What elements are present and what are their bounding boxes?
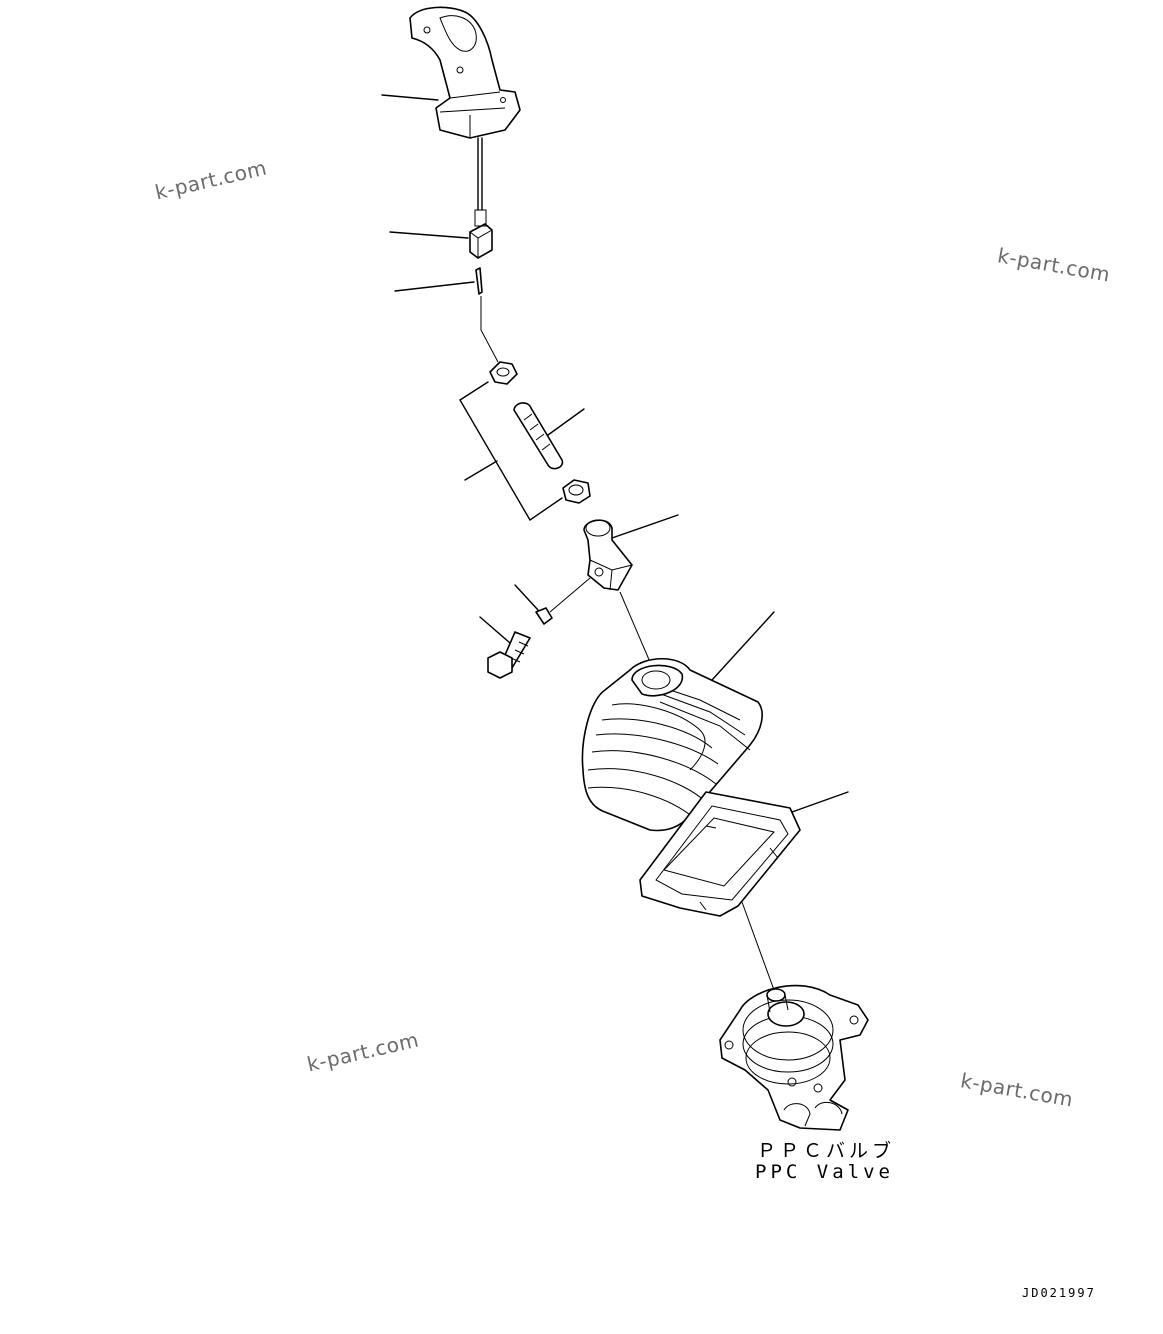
leader-line bbox=[464, 460, 498, 481]
leader-line bbox=[611, 514, 679, 539]
bolt bbox=[487, 631, 531, 679]
leader-line bbox=[514, 584, 539, 611]
connector bbox=[469, 209, 493, 259]
cable bbox=[477, 137, 483, 211]
collar bbox=[489, 361, 518, 385]
leader-line bbox=[711, 611, 775, 681]
leader-line bbox=[791, 791, 849, 813]
boot-plate bbox=[639, 791, 801, 917]
document-code: JD021997 bbox=[1022, 1286, 1096, 1300]
ppc-valve bbox=[719, 984, 869, 1131]
leader-line bbox=[381, 94, 439, 101]
centerline bbox=[549, 577, 591, 613]
pin bbox=[475, 267, 483, 295]
shaft bbox=[513, 402, 564, 470]
leader-line bbox=[547, 408, 585, 436]
centerline bbox=[480, 296, 499, 363]
lever-grip bbox=[409, 6, 521, 139]
leader-line bbox=[394, 281, 475, 292]
centerline bbox=[619, 591, 651, 663]
joint-block bbox=[583, 519, 633, 591]
ppc-valve-label-jp: ＰＰＣバルブ bbox=[757, 1140, 896, 1162]
spring-washer bbox=[535, 607, 553, 625]
leader-bracket bbox=[459, 381, 563, 522]
rubber-boot bbox=[581, 658, 763, 832]
nut bbox=[562, 479, 591, 504]
leader-line bbox=[389, 231, 469, 239]
ppc-valve-label-en: PPC Valve bbox=[755, 1161, 894, 1183]
centerline bbox=[741, 901, 775, 991]
leader-line bbox=[479, 616, 511, 644]
